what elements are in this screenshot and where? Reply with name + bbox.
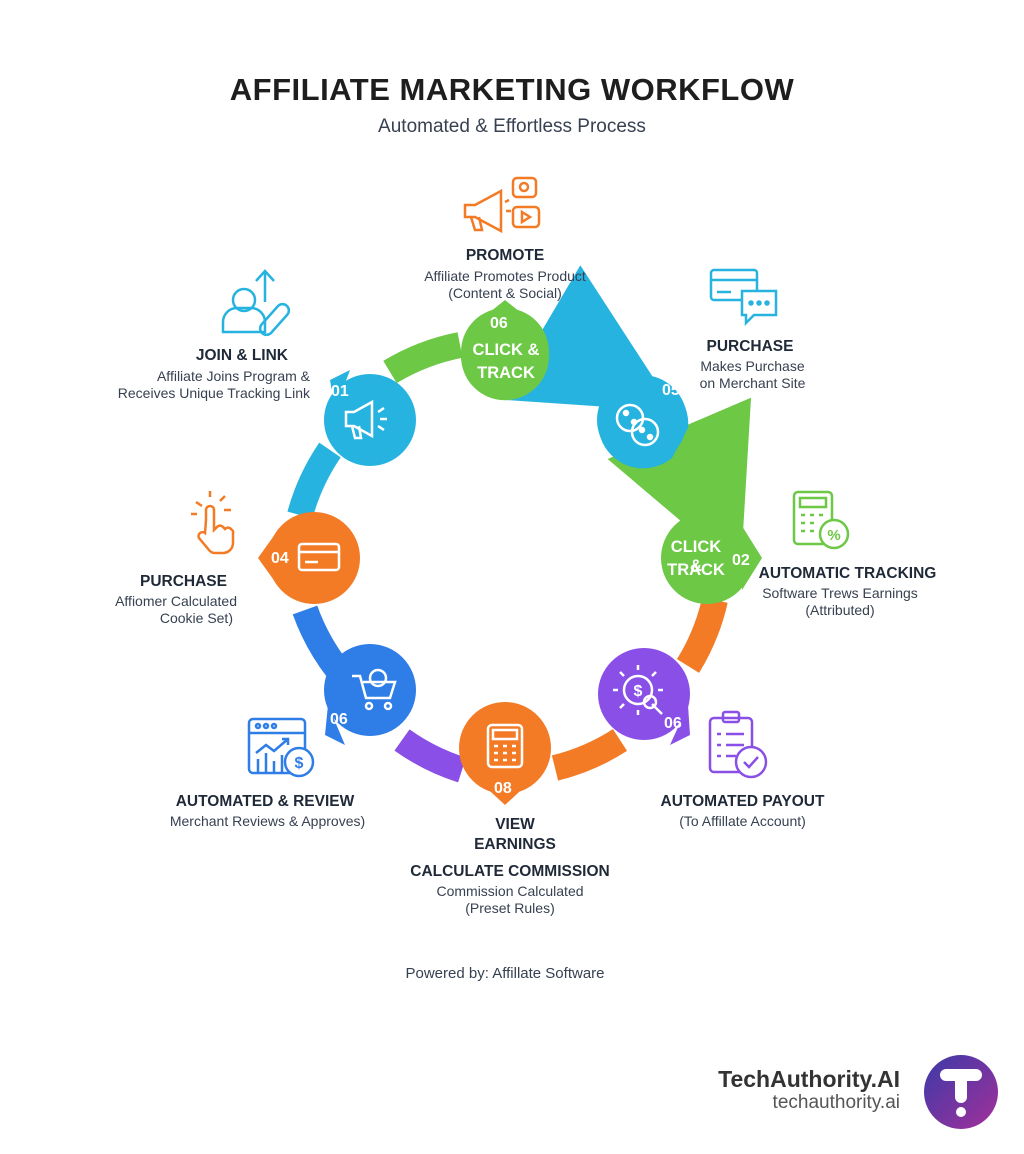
review-desc-1: Merchant Reviews & Approves) bbox=[169, 813, 366, 829]
review-title: AUTOMATED & REVIEW bbox=[175, 793, 355, 810]
brand-url[interactable]: techauthority.ai bbox=[772, 1092, 900, 1113]
arc-bottomright-to-bottom bbox=[551, 728, 628, 781]
page-title: AFFILIATE MARKETING WORKFLOW bbox=[229, 72, 795, 107]
dollar-gear-icon bbox=[613, 665, 663, 715]
arc-left-to-topleft bbox=[287, 442, 341, 519]
purchase-left-desc-2: Cookie Set) bbox=[159, 610, 233, 626]
node-top-left-number: 01 bbox=[331, 383, 349, 400]
commission-desc-1: Commission Calculated bbox=[436, 883, 584, 899]
credit-card-icon bbox=[297, 542, 341, 572]
arc-right-to-bottomright bbox=[676, 596, 728, 673]
node-left-number: 04 bbox=[271, 550, 289, 567]
powered-by-text: Powered by: Affillate Software bbox=[405, 965, 605, 982]
arc-bottom-to-bottomleft bbox=[394, 729, 467, 783]
promote-desc-2: (Content & Social) bbox=[448, 285, 562, 301]
shopping-cart-icon bbox=[352, 668, 397, 711]
node-bottom bbox=[459, 702, 551, 805]
view-line-1: VIEW bbox=[495, 816, 535, 833]
page-subtitle: Automated & Effortless Process bbox=[378, 116, 646, 137]
arc-topright-to-right bbox=[607, 397, 752, 572]
purchase-right-title: PURCHASE bbox=[706, 338, 794, 355]
node-top-right-number: 05 bbox=[662, 382, 680, 399]
arc-bottomleft-to-left bbox=[292, 605, 349, 678]
node-top-number: 06 bbox=[490, 315, 508, 332]
node-bottom-right-number: 06 bbox=[664, 715, 682, 732]
node-bottom-left bbox=[324, 644, 416, 745]
cookies-icon bbox=[615, 403, 660, 447]
node-left bbox=[258, 512, 360, 604]
review-browser-chart-icon: $ bbox=[247, 717, 315, 778]
node-top-left bbox=[324, 370, 416, 466]
node-bottom-left-number: 06 bbox=[330, 711, 348, 728]
purchase-left-title: PURCHASE bbox=[140, 573, 227, 590]
node-top bbox=[461, 300, 549, 401]
node-right-number: 02 bbox=[732, 552, 750, 569]
svg-text:$: $ bbox=[295, 755, 304, 772]
brand-name: TechAuthority.AI bbox=[718, 1066, 900, 1092]
node-top-line1: CLICK & bbox=[472, 341, 540, 359]
tracking-calculator-icon: % bbox=[792, 490, 850, 550]
node-right bbox=[661, 512, 762, 604]
tap-hand-icon bbox=[191, 491, 235, 555]
node-right-line2: TRACK bbox=[667, 561, 725, 579]
tracking-title: AUTOMATIC TRACKING bbox=[758, 565, 937, 582]
svg-text:%: % bbox=[827, 527, 840, 544]
tracking-desc-1: Software Trews Earnings bbox=[762, 585, 918, 601]
join-desc-1: Affiliate Joins Program & bbox=[156, 368, 310, 384]
promote-desc-1: Affiliate Promotes Product bbox=[424, 268, 586, 284]
node-bottom-right bbox=[598, 648, 690, 745]
brand-logo bbox=[924, 1055, 998, 1129]
dollar-symbol: $ bbox=[634, 683, 643, 700]
node-bottom-number: 08 bbox=[494, 780, 512, 797]
node-top-line2: TRACK bbox=[477, 364, 535, 382]
promote-title: PROMOTE bbox=[465, 247, 545, 264]
commission-desc-2: (Preset Rules) bbox=[465, 900, 555, 916]
join-title: JOIN & LINK bbox=[195, 347, 288, 364]
arc-topleft-to-top bbox=[383, 332, 463, 384]
payout-desc-1: (To Affillate Account) bbox=[679, 813, 806, 829]
promote-megaphone-icon bbox=[463, 176, 541, 234]
purchase-right-desc-1: Makes Purchase bbox=[700, 358, 805, 374]
purchase-right-desc-2: on Merchant Site bbox=[699, 375, 806, 391]
calculator-icon bbox=[486, 723, 524, 769]
purchase-left-desc-1: Affiomer Calculated bbox=[115, 593, 237, 609]
join-person-icon bbox=[221, 269, 291, 337]
megaphone-icon bbox=[344, 399, 387, 440]
view-line-2: EARNINGS bbox=[474, 836, 556, 853]
payout-title: AUTOMATED PAYOUT bbox=[660, 793, 825, 810]
tracking-desc-2: (Attributed) bbox=[805, 602, 875, 618]
commission-title: CALCULATE COMMISSION bbox=[410, 863, 610, 880]
node-right-line1: CLICK & bbox=[670, 538, 722, 575]
clipboard-check-icon bbox=[708, 710, 768, 779]
purchase-card-chat-icon bbox=[709, 268, 778, 327]
join-desc-2: Receives Unique Tracking Link bbox=[117, 385, 310, 401]
arc-top-to-topright bbox=[501, 265, 676, 412]
